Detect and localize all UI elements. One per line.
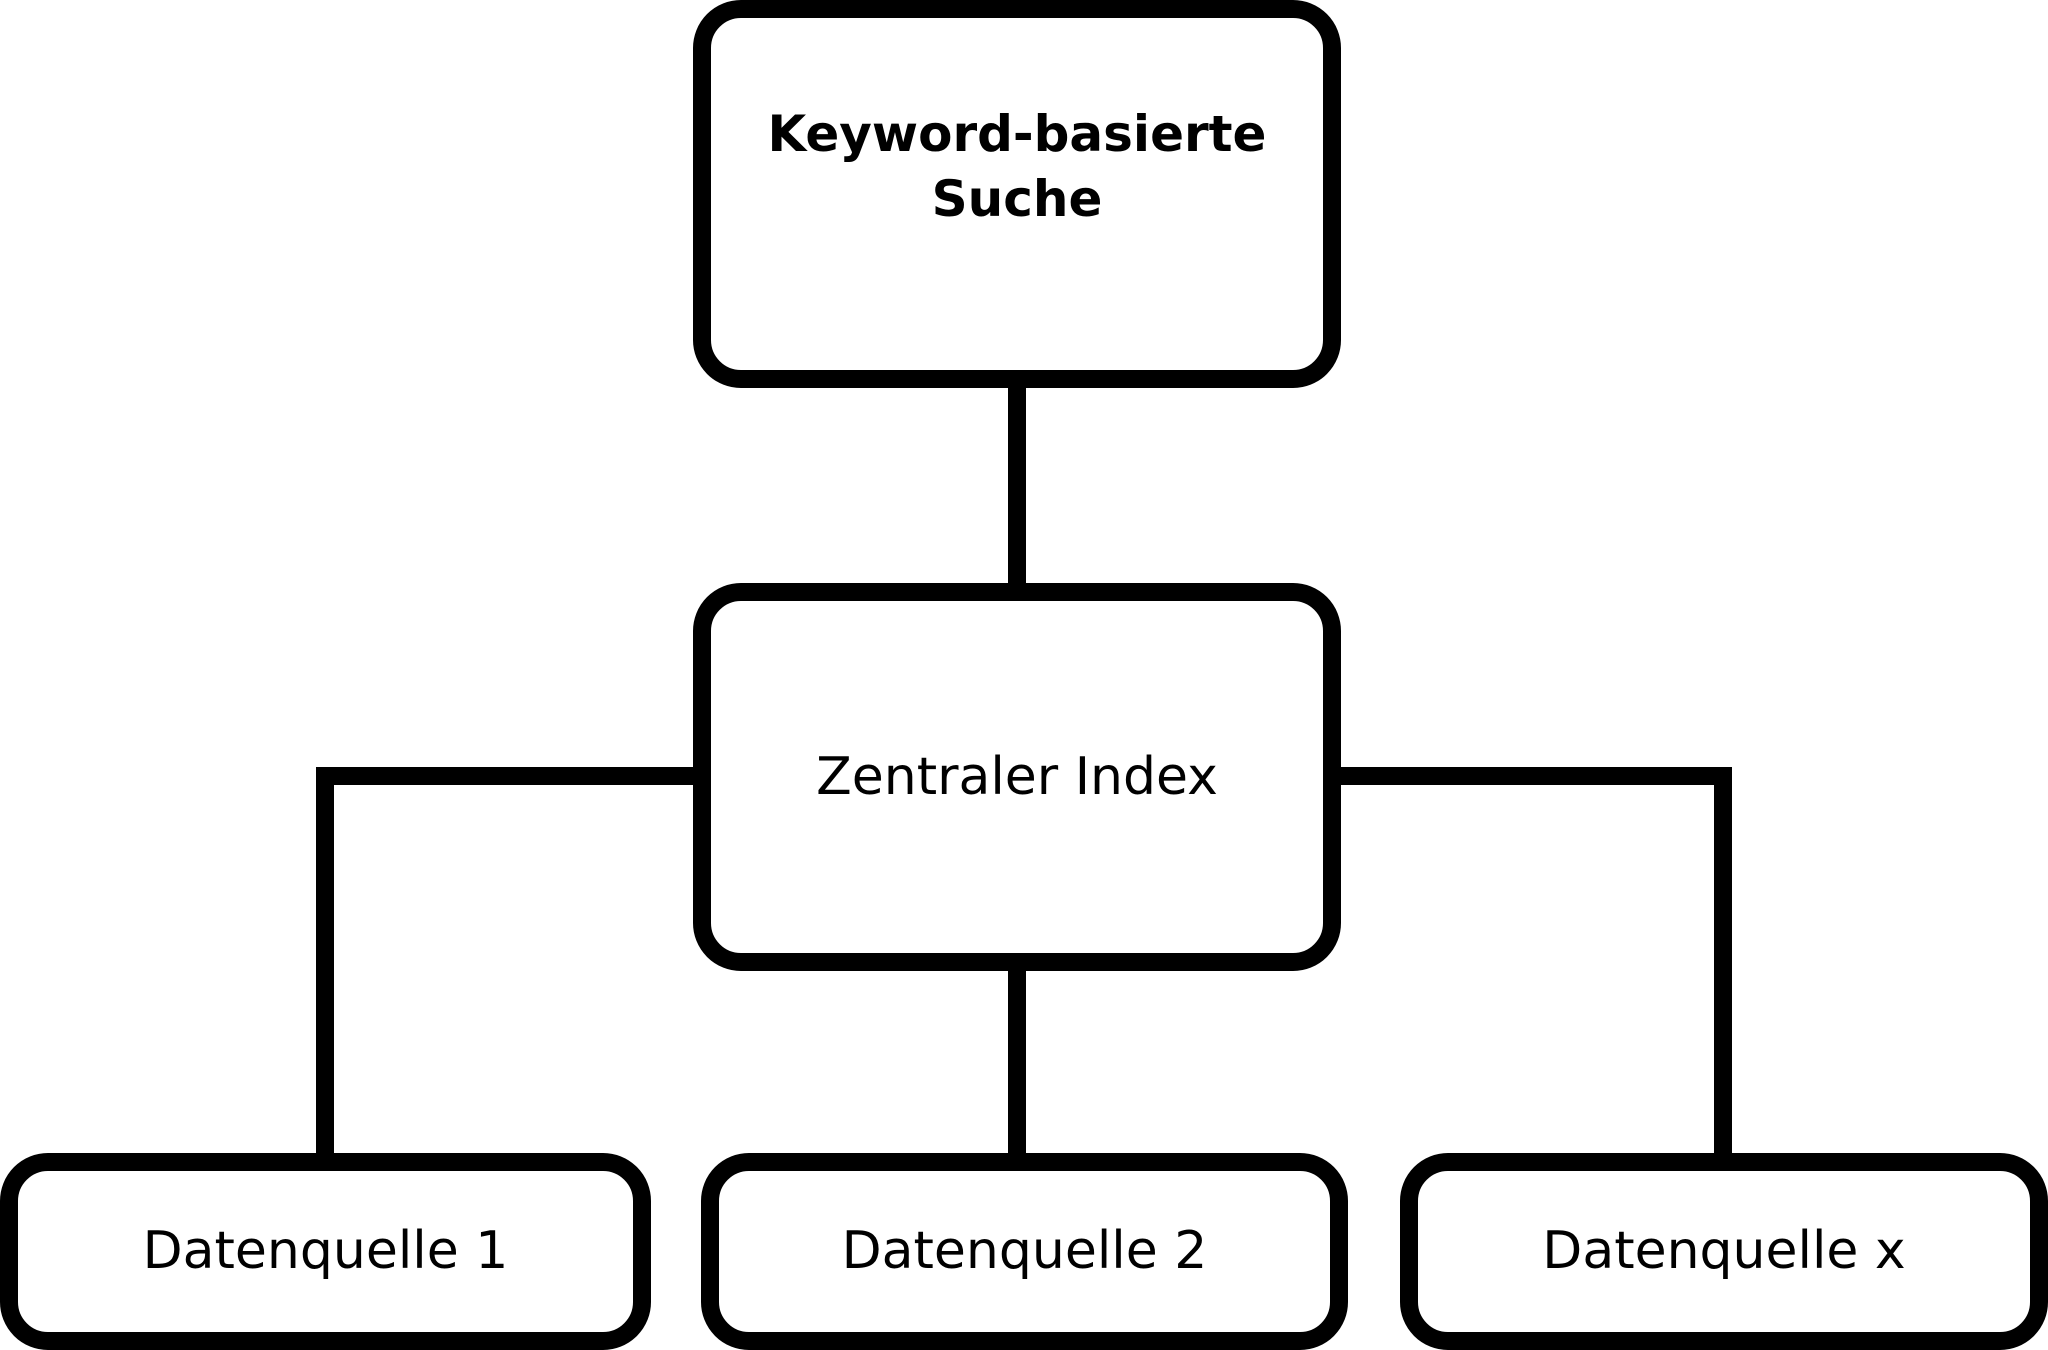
keyword-search-label: Keyword-basierte Suche	[767, 105, 1267, 228]
connector-index-to-source-1	[316, 767, 702, 1162]
data-source-box-x: Datenquelle x	[1400, 1153, 2048, 1350]
data-source-label-2: Datenquelle 2	[841, 1220, 1208, 1281]
keyword-search-box: Keyword-basierte Suche	[693, 0, 1341, 388]
central-index-box: Zentraler Index	[693, 583, 1341, 971]
data-source-box-2: Datenquelle 2	[701, 1153, 1348, 1350]
data-source-box-1: Datenquelle 1	[0, 1153, 651, 1350]
data-source-label-1: Datenquelle 1	[142, 1220, 509, 1281]
data-source-label-x: Datenquelle x	[1542, 1220, 1906, 1281]
connector-index-to-source-x	[1332, 767, 1732, 1162]
central-index-label: Zentraler Index	[816, 746, 1218, 807]
